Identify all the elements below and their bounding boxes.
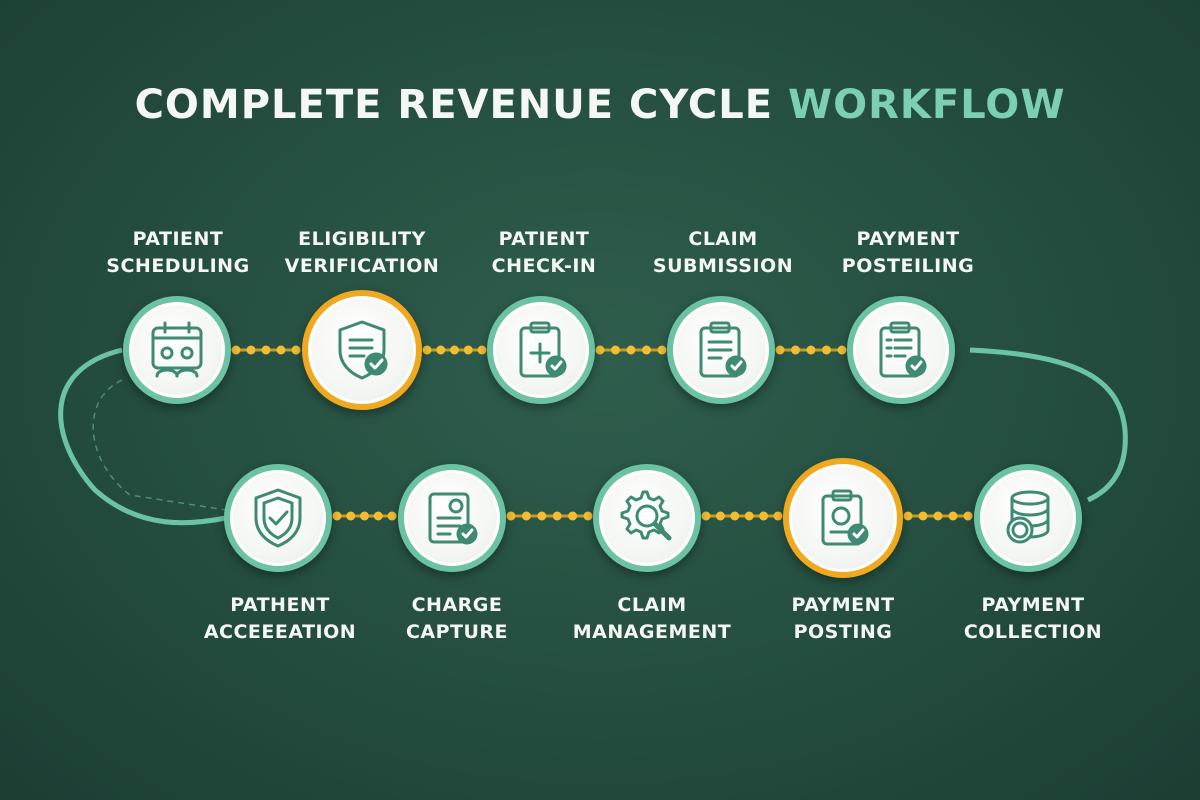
- connector-dot: [948, 511, 958, 521]
- connector-dot: [521, 511, 531, 521]
- connector-dot: [261, 345, 271, 355]
- top-connectors: [231, 345, 847, 355]
- clipboard-check-icon: [699, 321, 747, 378]
- connector-dot: [373, 511, 383, 521]
- connector-dot: [759, 511, 769, 521]
- connector-dot: [568, 511, 578, 521]
- page-title: COMPLETE REVENUE CYCLE WORKFLOW: [0, 82, 1200, 128]
- node-charge-capture[interactable]: [398, 464, 506, 572]
- connector-dot: [642, 345, 651, 355]
- connector-dot: [744, 511, 754, 521]
- connector-dot: [918, 511, 928, 521]
- connector-dot: [730, 511, 740, 521]
- connector-dot: [387, 511, 397, 521]
- connector-dot: [360, 511, 369, 521]
- node-claim-submission[interactable]: [667, 296, 775, 404]
- loop-track: [58, 347, 227, 526]
- right-loop-track: [969, 347, 1128, 503]
- node-patient-scheduling[interactable]: [123, 296, 231, 404]
- connector-dot: [701, 511, 711, 521]
- connector-dot: [791, 345, 800, 355]
- connector-dot: [775, 345, 785, 355]
- title-main: COMPLETE REVENUE CYCLE: [134, 82, 788, 128]
- bottom-connectors: [332, 511, 973, 521]
- node-patient-check-in[interactable]: [487, 296, 595, 404]
- connector-dot: [806, 345, 816, 355]
- connector-dot: [332, 511, 342, 521]
- connector-dot: [537, 511, 547, 521]
- connector-dot: [933, 511, 943, 521]
- connector-dot: [963, 511, 973, 521]
- connector-dot: [822, 345, 831, 355]
- connector-dot: [231, 345, 241, 355]
- connector-dot: [436, 345, 446, 355]
- connector-dot: [422, 345, 432, 355]
- database-coin-icon: [1006, 490, 1050, 544]
- connector-dot: [903, 511, 913, 521]
- connector-dot: [450, 345, 459, 355]
- node-claim-management[interactable]: [593, 464, 701, 572]
- loop-track-inner: [92, 379, 227, 511]
- connector-dot: [657, 345, 667, 355]
- connector-dot: [611, 345, 620, 355]
- connector-dot: [276, 345, 286, 355]
- connector-dot: [552, 511, 562, 521]
- connector-dot: [715, 511, 725, 521]
- connector-dot: [291, 345, 301, 355]
- connector-dot: [626, 345, 636, 355]
- calendar-people-icon: [151, 321, 203, 378]
- node-eligibility-verification[interactable]: [302, 290, 422, 410]
- clipboard-coin-icon: [821, 489, 869, 546]
- connector-dot: [463, 345, 473, 355]
- connector-dot: [506, 511, 516, 521]
- node-payment-collection[interactable]: [974, 464, 1082, 572]
- title-accent: WORKFLOW: [788, 82, 1066, 128]
- shield-document-check-icon: [338, 320, 388, 380]
- connector-dot: [346, 511, 356, 521]
- node-pathent-acceeeation[interactable]: [224, 464, 332, 572]
- connector-dot: [246, 345, 256, 355]
- connector-dot: [595, 345, 605, 355]
- document-badge-icon: [428, 492, 478, 545]
- connector-dot: [837, 345, 847, 355]
- connector-dot: [477, 345, 487, 355]
- connector-dot: [773, 511, 783, 521]
- shield-check-icon: [254, 488, 302, 548]
- node-payment-posteiling[interactable]: [847, 296, 955, 404]
- clipboard-list-check-icon: [879, 321, 927, 378]
- clipboard-plus-icon: [519, 321, 567, 378]
- gear-magnifier-icon: [620, 490, 672, 541]
- node-payment-posting[interactable]: [783, 458, 903, 578]
- connector-dot: [583, 511, 593, 521]
